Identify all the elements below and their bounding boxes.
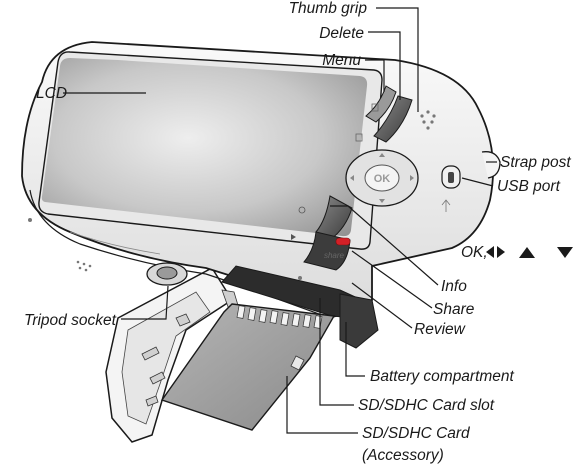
lcd-screen bbox=[38, 51, 383, 250]
label-lcd: LCD bbox=[36, 85, 67, 102]
label-usb-port: USB port bbox=[497, 178, 561, 195]
label-strap-post: Strap post bbox=[500, 154, 571, 171]
review-icon bbox=[291, 234, 296, 240]
label-sd-card: SD/SDHC Card bbox=[362, 425, 471, 442]
battery-door bbox=[105, 267, 234, 443]
label-review: Review bbox=[414, 321, 467, 338]
arrow-keys-icons bbox=[486, 246, 573, 258]
labels: Thumb grip Delete Menu LCD Strap post US… bbox=[24, 0, 573, 464]
thumb-grip bbox=[420, 110, 436, 130]
info-icon bbox=[298, 206, 306, 214]
leader-lines bbox=[63, 7, 497, 434]
label-ok: OK, bbox=[461, 244, 488, 261]
share-button[interactable]: share bbox=[303, 231, 351, 271]
share-button-text: share bbox=[324, 251, 345, 260]
label-battery-compartment: Battery compartment bbox=[370, 368, 515, 385]
ok-dpad[interactable]: OK bbox=[345, 149, 419, 207]
menu-button[interactable] bbox=[365, 85, 397, 123]
label-thumb-grip: Thumb grip bbox=[289, 0, 368, 17]
sd-card bbox=[160, 303, 336, 431]
label-sd-card-slot: SD/SDHC Card slot bbox=[358, 397, 495, 414]
label-menu: Menu bbox=[322, 52, 361, 69]
dpad-arrow-icons bbox=[350, 153, 414, 203]
label-share: Share bbox=[433, 301, 475, 318]
delete-button[interactable] bbox=[373, 95, 413, 143]
label-delete: Delete bbox=[319, 25, 364, 42]
ok-button-text: OK bbox=[374, 173, 391, 185]
label-info: Info bbox=[441, 278, 467, 295]
label-tripod-socket: Tripod socket bbox=[24, 312, 117, 329]
usb-port bbox=[441, 165, 461, 212]
button-icons bbox=[355, 103, 379, 142]
label-sd-card-accessory: (Accessory) bbox=[362, 447, 444, 464]
strap-post bbox=[481, 151, 501, 179]
